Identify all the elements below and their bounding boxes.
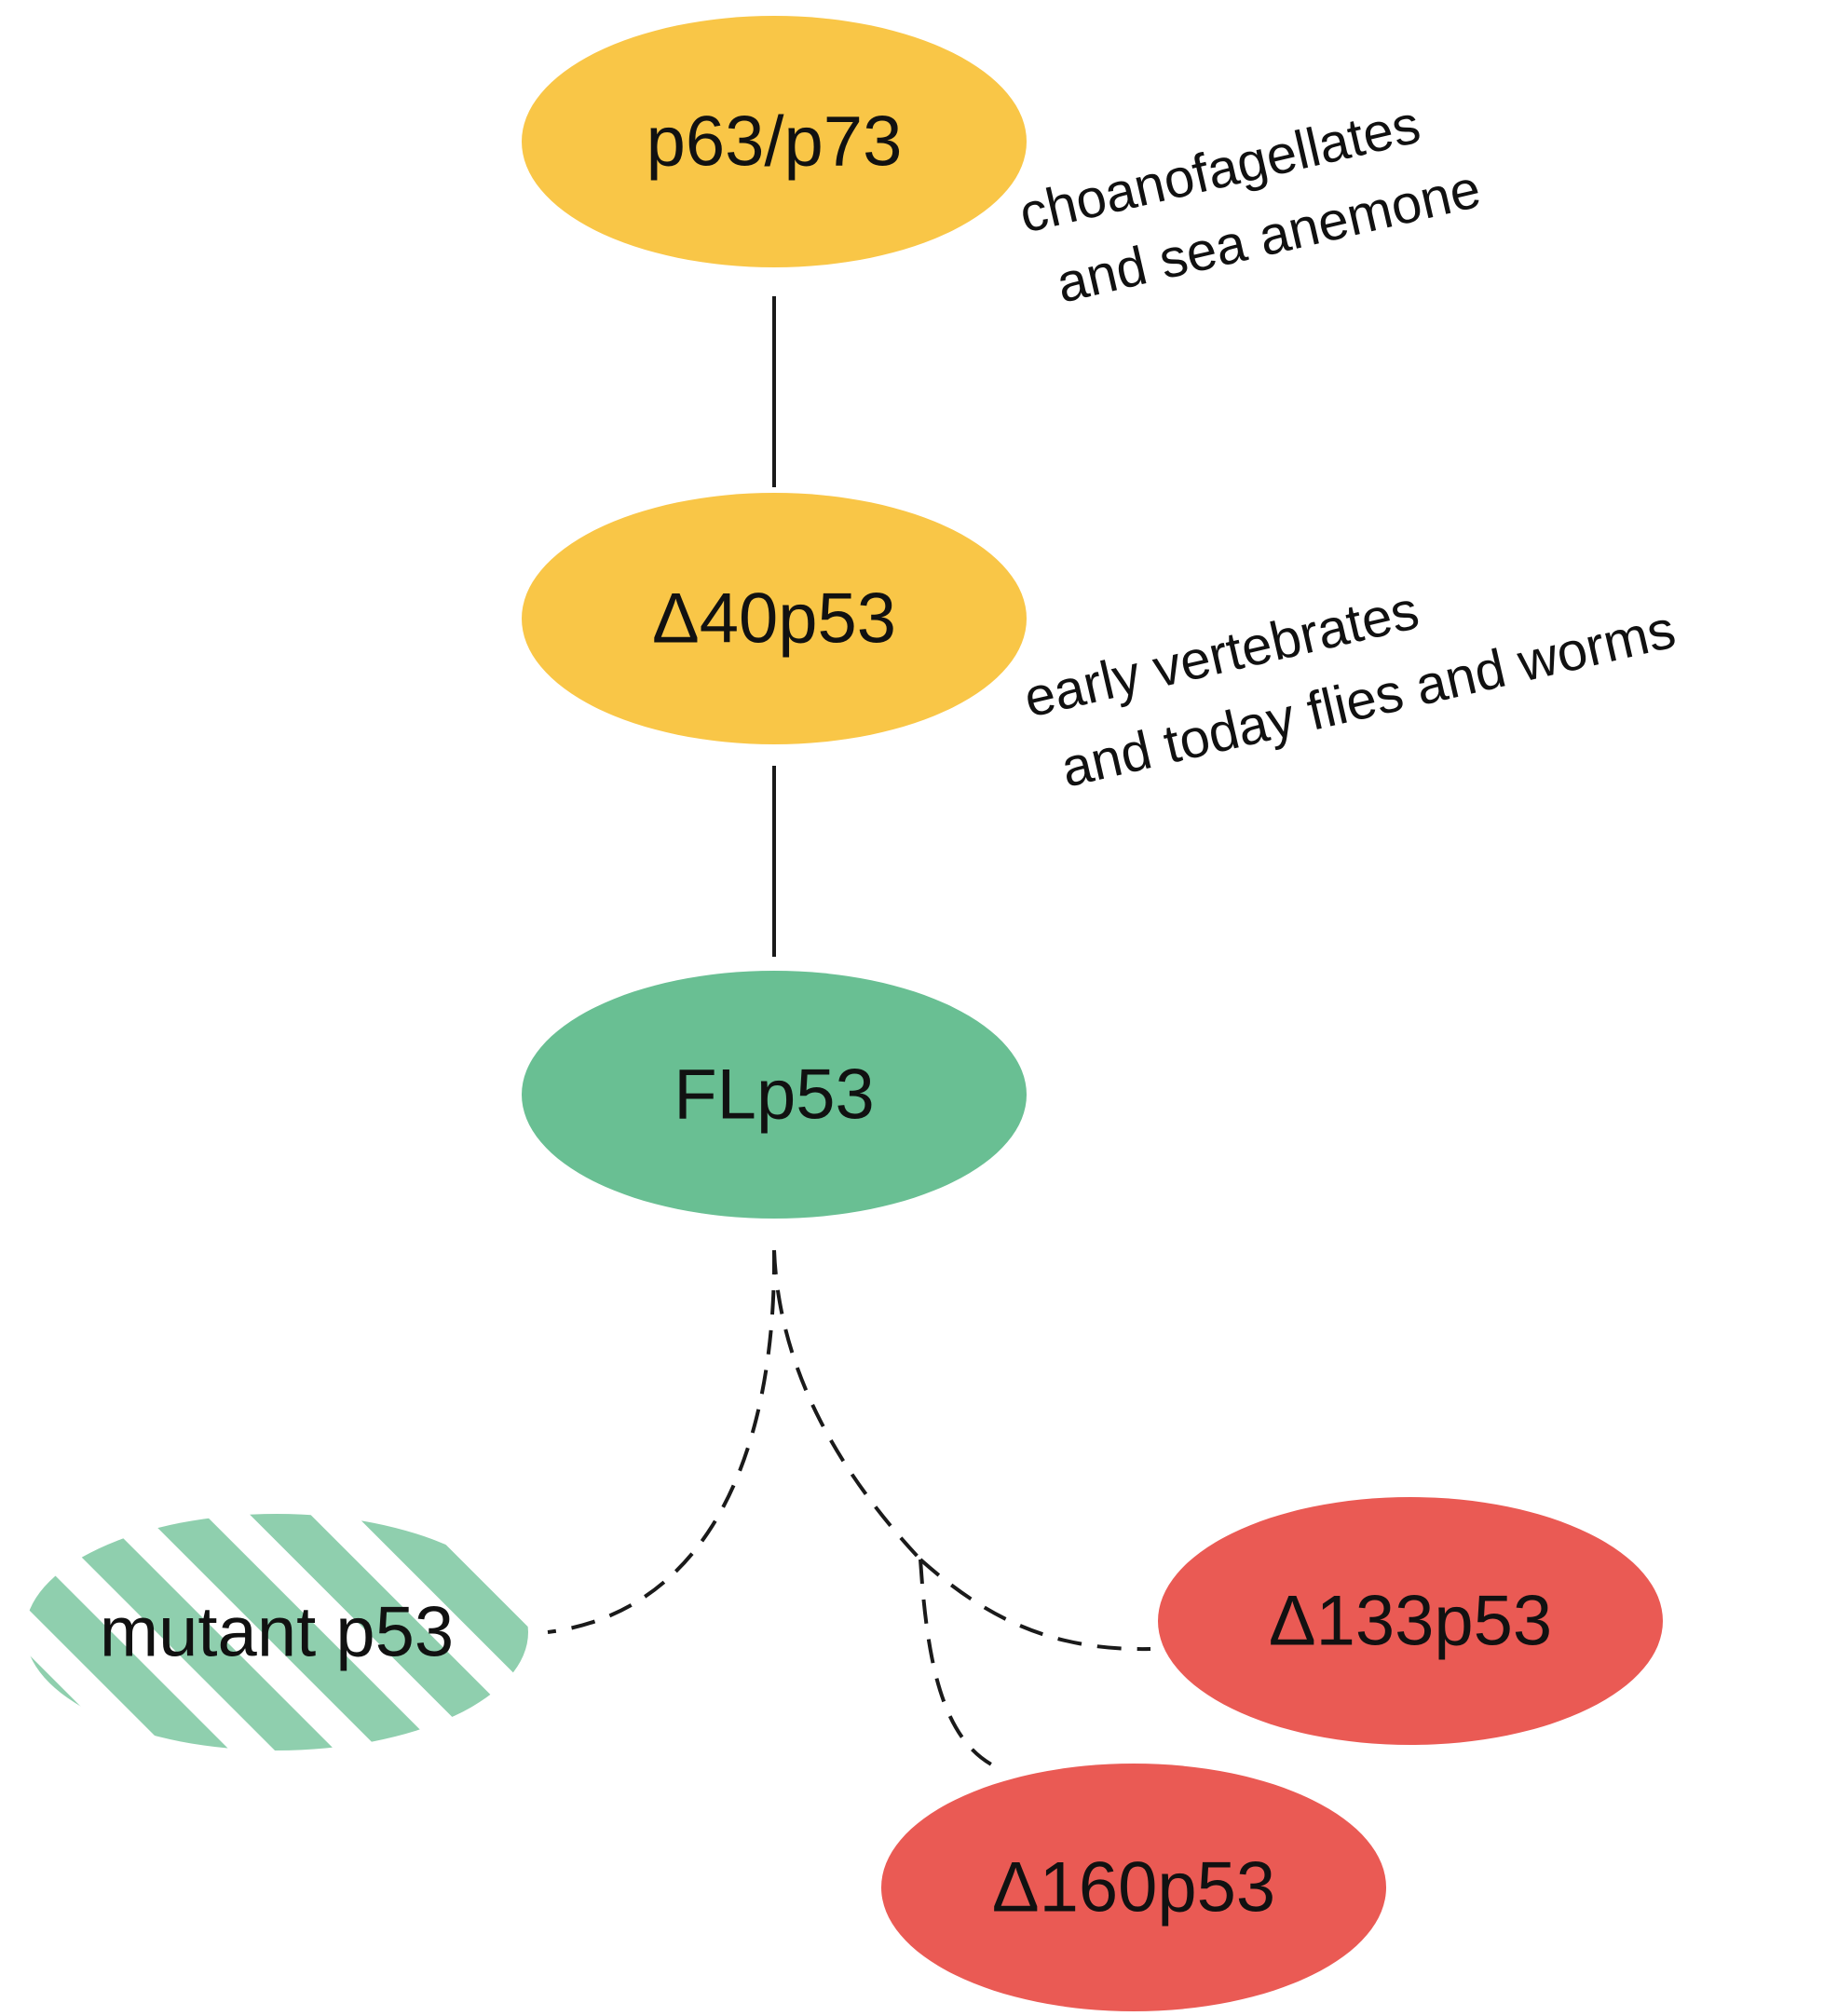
node-delta160p53-shape bbox=[881, 1764, 1386, 2011]
node-flp53-shape bbox=[522, 971, 1027, 1219]
node-delta133p53: Δ133p53 bbox=[1158, 1497, 1663, 1745]
node-flp53-label: FLp53 bbox=[674, 1056, 875, 1135]
annotation-vertebrate: early vertebrates and today flies and wo… bbox=[1018, 579, 1681, 798]
node-mutant-p53-label: mutant p53 bbox=[100, 1593, 454, 1672]
connector-branch-to-delta133 bbox=[919, 1558, 1151, 1652]
node-mutant-p53-shape bbox=[25, 1514, 528, 1750]
node-p63-p73: p63/p73 bbox=[522, 16, 1027, 267]
node-delta160p53-label: Δ160p53 bbox=[992, 1848, 1275, 1927]
node-delta40p53-label: Δ40p53 bbox=[652, 579, 896, 659]
node-delta133p53-shape bbox=[1158, 1497, 1663, 1745]
node-p63-p73-label: p63/p73 bbox=[647, 102, 903, 182]
node-delta40p53-shape bbox=[522, 493, 1027, 744]
node-p63-p73-shape bbox=[522, 16, 1027, 267]
node-delta133p53-label: Δ133p53 bbox=[1269, 1582, 1552, 1661]
node-delta160p53: Δ160p53 bbox=[881, 1764, 1386, 2011]
node-flp53: FLp53 bbox=[522, 971, 1027, 1219]
annotation-ancestral: choanofagellates and sea anemone bbox=[1014, 94, 1486, 315]
dashed-branches bbox=[547, 1249, 1151, 1770]
node-mutant-p53: mutant p53 bbox=[25, 1514, 528, 1750]
connector-fl-to-mutant bbox=[547, 1249, 777, 1634]
node-delta40p53: Δ40p53 bbox=[522, 493, 1027, 744]
connector-fl-to-branch-point bbox=[772, 1249, 922, 1561]
connector-branch-to-delta160 bbox=[919, 1559, 1000, 1770]
